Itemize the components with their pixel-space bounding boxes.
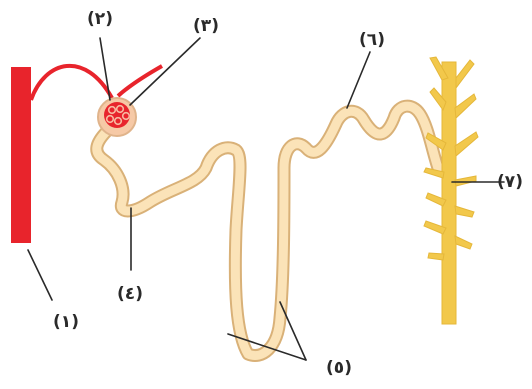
- leader-3: [130, 38, 200, 105]
- label-4: (٤): [117, 284, 143, 304]
- afferent-arteriole: [31, 66, 112, 100]
- label-2: (٢): [87, 9, 113, 29]
- label-3: (٣): [193, 16, 219, 36]
- label-6: (٦): [359, 30, 385, 50]
- label-1: (١): [53, 312, 79, 332]
- collecting-duct: [424, 57, 478, 324]
- leader-1: [28, 250, 52, 300]
- leader-6: [347, 52, 370, 108]
- blood-vessel: [11, 67, 31, 243]
- renal-tubule: [97, 106, 438, 355]
- label-7: (٧): [497, 172, 523, 192]
- leader-2: [100, 38, 110, 100]
- label-5: (٥): [326, 358, 352, 378]
